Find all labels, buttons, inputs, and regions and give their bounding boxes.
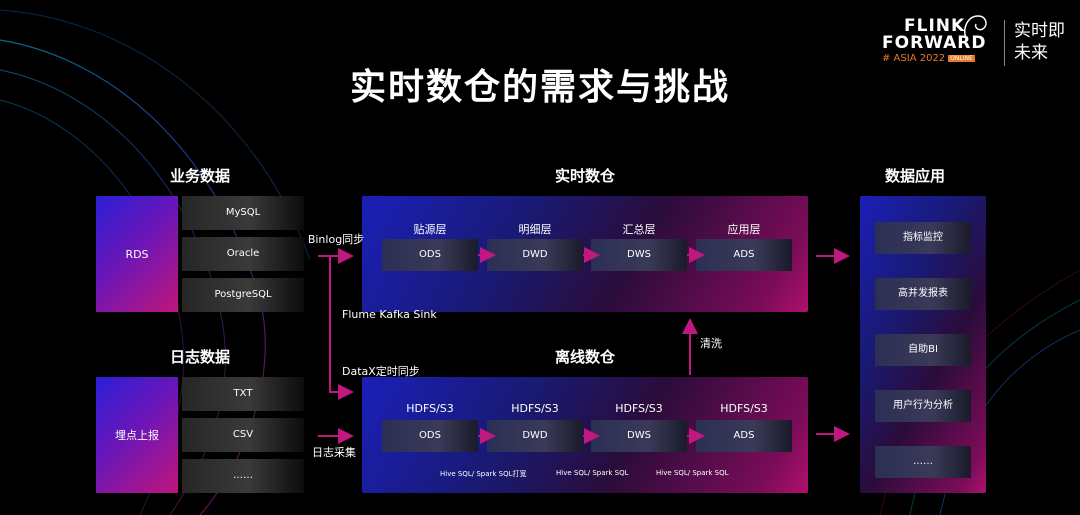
db-item: Oracle: [182, 237, 304, 271]
tracking-box: 埋点上报: [96, 377, 178, 493]
rds-box: RDS: [96, 196, 178, 312]
logs-heading: 日志数据: [169, 348, 230, 366]
realtime-layer-name: 贴源层: [413, 223, 447, 236]
realtime-layer-name: 明细层: [518, 223, 552, 236]
logo-badge: ONLINE: [948, 55, 975, 62]
business-heading: 业务数据: [169, 167, 230, 185]
realtime-layer-name: 应用层: [727, 223, 761, 236]
offline-layer-box: ODS: [382, 420, 478, 452]
log-item: TXT: [182, 377, 304, 411]
db-item: MySQL: [182, 196, 304, 230]
apps-heading: 数据应用: [884, 167, 945, 185]
squirrel-icon: [964, 15, 987, 39]
log-item: ……: [182, 459, 304, 493]
offline-heading: 离线数仓: [554, 348, 615, 366]
offline-note: Hive SQL/ Spark SQL打宽: [440, 470, 527, 478]
realtime-layer-box: ADS: [696, 239, 792, 271]
tracking-label: 埋点上报: [115, 429, 159, 442]
log-item: CSV: [182, 418, 304, 452]
offline-layer-name: HDFS/S3: [406, 402, 454, 415]
app-item: 指标监控: [875, 222, 971, 254]
offline-layer-name: HDFS/S3: [511, 402, 559, 415]
offline-layer-box: DWS: [591, 420, 687, 452]
binlog-label: Binlog同步: [307, 233, 365, 246]
realtime-heading: 实时数仓: [554, 167, 615, 185]
db-item: PostgreSQL: [182, 278, 304, 312]
offline-layer-name: HDFS/S3: [615, 402, 663, 415]
realtime-layer-name: 汇总层: [622, 223, 656, 236]
realtime-layer-box: DWS: [591, 239, 687, 271]
app-item: ……: [875, 446, 971, 478]
slogan-bottom: 未来: [1014, 43, 1048, 63]
slogan-top: 实时即: [1014, 21, 1065, 41]
realtime-layer-box: ODS: [382, 239, 478, 271]
logo-line1: FLINK: [904, 16, 966, 36]
offline-note: Hive SQL/ Spark SQL: [656, 469, 729, 477]
offline-layer-box: DWD: [487, 420, 583, 452]
app-item: 高并发报表: [875, 278, 971, 310]
app-item: 自助BI: [875, 334, 971, 366]
flink-forward-logo: FLINK FORWARD # ASIA 2022 ONLINE: [882, 18, 994, 70]
rds-label: RDS: [125, 247, 149, 261]
clean-label: 清洗: [700, 337, 722, 350]
offline-layer-name: HDFS/S3: [720, 402, 768, 415]
offline-layer-box: ADS: [696, 420, 792, 452]
logcollect-label: 日志采集: [312, 446, 356, 459]
flume-label: Flume Kafka Sink: [342, 308, 437, 321]
page-title: 实时数仓的需求与挑战: [349, 67, 730, 108]
slogan: 实时即 未来: [1014, 20, 1074, 64]
logo-line3: # ASIA 2022: [882, 53, 946, 64]
logo-line2: FORWARD: [882, 33, 987, 53]
realtime-layer-box: DWD: [487, 239, 583, 271]
logo-divider: [1004, 20, 1005, 66]
datax-label: DataX定时同步: [342, 365, 420, 378]
offline-note: Hive SQL/ Spark SQL: [556, 469, 629, 477]
app-item: 用户行为分析: [875, 390, 971, 422]
